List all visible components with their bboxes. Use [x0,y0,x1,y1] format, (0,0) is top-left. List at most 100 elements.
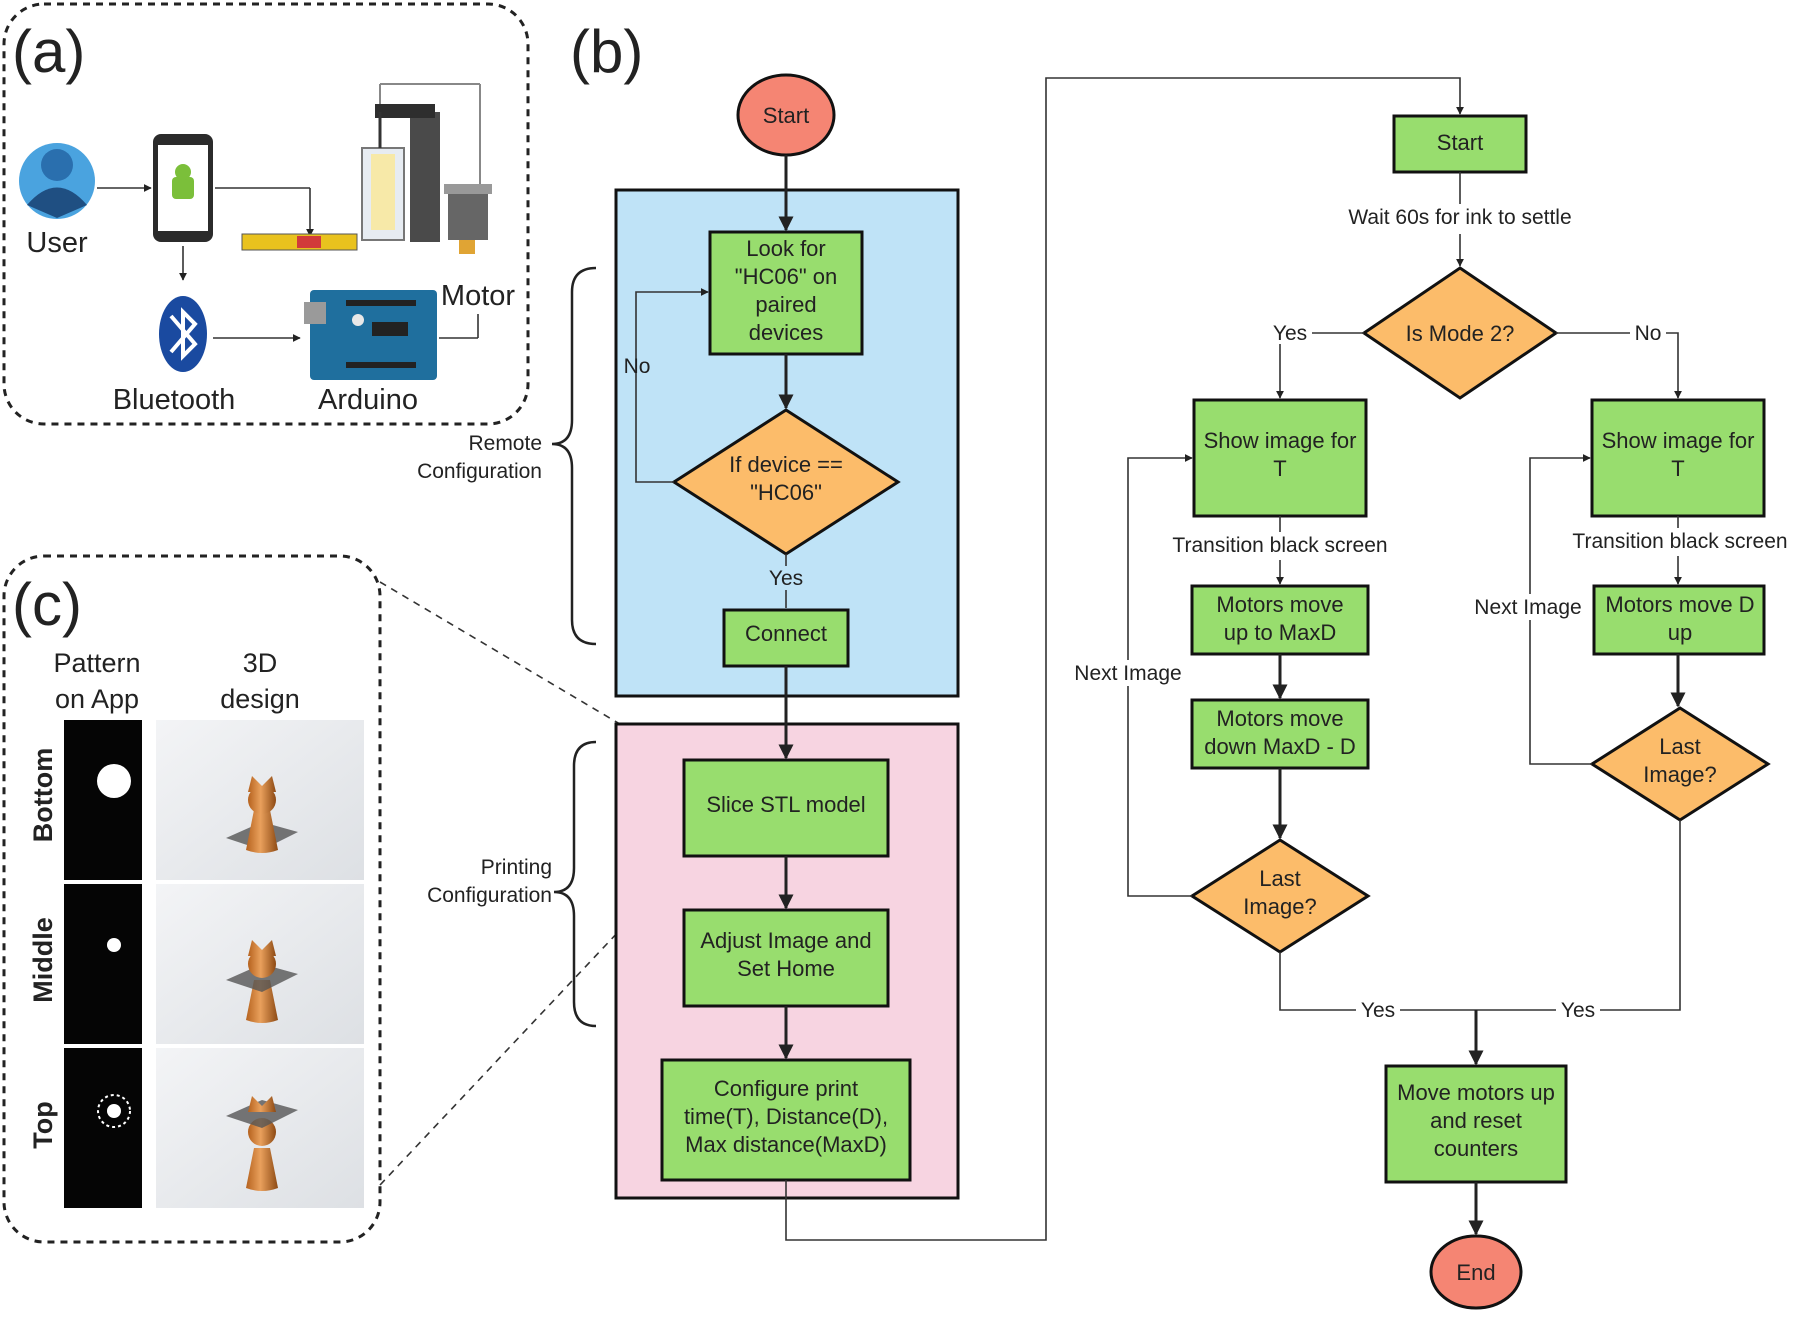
left-yes-bg [764,566,808,590]
edge-if-no-loop [635,288,709,483]
show-left-line-1: Show image for [1204,428,1357,453]
col2-header-line1: 3D [243,648,278,678]
row-top: Top [28,1048,364,1208]
show-right-line-2: T [1671,456,1684,481]
next-right-bg [1466,594,1590,620]
next-right-label: Next Image [1474,596,1581,619]
panel-b: (b) Remote Configuration Printing Config… [417,18,1788,1310]
left-yes-label: Yes [769,567,803,590]
mode-yes-label: Yes [1273,322,1307,345]
row-middle: Middle [28,884,364,1044]
motors-down-maxd-node [1190,698,1370,770]
up-maxd-line-1: Motors move [1216,592,1343,617]
pattern-dot-top [107,1104,121,1118]
configure-line-1: Configure print [714,1076,858,1101]
row-bottom: Bottom [28,720,364,880]
look-for-line-1: Look for [746,236,826,261]
adjust-line-2: Set Home [737,956,835,981]
col1-header-line1: Pattern [53,648,140,678]
panel-c: (c) Pattern on App 3D design Bottom Midd… [2,554,685,1244]
row-label-middle: Middle [28,917,58,1003]
if-device-line-2: "HC06" [750,480,822,505]
last-right-line-1: Last [1659,734,1701,759]
yes-left-bg [1356,998,1400,1022]
reset-line-2: and reset [1430,1108,1522,1133]
col2-header-line2: design [220,684,300,714]
edge-last-right-yes [1476,820,1681,1011]
look-for-line-4: devices [749,320,824,345]
right-start-label: Start [1437,130,1483,155]
show-image-right-node [1590,398,1766,518]
edge-configure-right-start [785,77,1464,1241]
mode-yes-bg [1268,320,1312,344]
mode-node [1361,266,1559,400]
edge-mode-no [1556,332,1682,399]
col1-header-line2: on App [55,684,139,714]
chess-piece-top [226,1096,298,1191]
adjust-line-1: Adjust Image and [700,928,871,953]
if-device-line-1: If device == [729,452,843,477]
trans-right-label: Transition black screen [1572,530,1787,553]
pattern-ring-top [97,1094,131,1128]
panel-b-label: (b) [570,18,643,85]
edge-last-left-yes [1279,952,1476,1011]
slice-node [682,758,890,858]
zoom-line-top [379,581,685,763]
app-pattern-top [64,1048,142,1208]
connect-node [722,608,850,668]
panel-c-frame [2,554,382,1244]
reset-line-1: Move motors up [1397,1080,1555,1105]
last-right-line-2: Image? [1643,762,1716,787]
end-label: End [1456,1260,1495,1285]
configure-line-3: Max distance(MaxD) [685,1132,887,1157]
panel-c-label: (c) [12,571,82,638]
look-for-node [708,230,864,356]
app-pattern-middle [64,884,142,1044]
app-pattern-bottom [64,720,142,880]
look-for-line-2: "HC06" on [735,264,837,289]
look-for-line-3: paired [755,292,816,317]
show-left-line-2: T [1273,456,1286,481]
mode-label: Is Mode 2? [1406,321,1515,346]
yes-left-label: Yes [1361,999,1395,1022]
row-label-bottom: Bottom [28,748,58,842]
motors-up-maxd-node [1190,584,1370,656]
next-left-bg [1066,660,1190,686]
last-left-line-1: Last [1259,866,1301,891]
yes-right-bg [1556,998,1600,1022]
show-right-line-1: Show image for [1602,428,1755,453]
last-left-line-2: Image? [1243,894,1316,919]
panel-a: (a) User [2,2,530,426]
configure-line-2: time(T), Distance(D), [684,1104,888,1129]
arduino-icon [304,290,437,380]
end-node [1429,1234,1523,1310]
left-no-label: No [624,355,651,378]
up-maxd-line-2: up to MaxD [1224,620,1337,645]
d-up-line-2: up [1668,620,1692,645]
remote-brace [551,266,597,646]
phone-icon [153,134,213,242]
bluetooth-icon [159,296,207,372]
remote-brace-label-2: Configuration [417,460,542,483]
user-icon [19,143,95,219]
reset-line-3: counters [1434,1136,1518,1161]
connect-label: Connect [745,621,827,646]
yes-right-label: Yes [1561,999,1595,1022]
wait-label: Wait 60s for ink to settle [1348,206,1571,229]
configure-node [660,1058,912,1182]
trans-left-label: Transition black screen [1172,534,1387,557]
chess-piece-bottom [226,776,298,853]
adjust-node [682,908,890,1008]
mode-no-label: No [1635,322,1662,345]
printer-icon [241,83,492,254]
pattern-shape-middle [107,938,121,952]
motor-label: Motor [441,280,515,312]
row-label-top: Top [28,1101,58,1148]
chess-piece-middle [226,940,298,1023]
next-left-label: Next Image [1074,662,1181,685]
left-start-label: Start [763,103,809,128]
user-label: User [26,227,88,259]
down-maxd-line-1: Motors move [1216,706,1343,731]
d-up-line-1: Motors move D [1605,592,1754,617]
